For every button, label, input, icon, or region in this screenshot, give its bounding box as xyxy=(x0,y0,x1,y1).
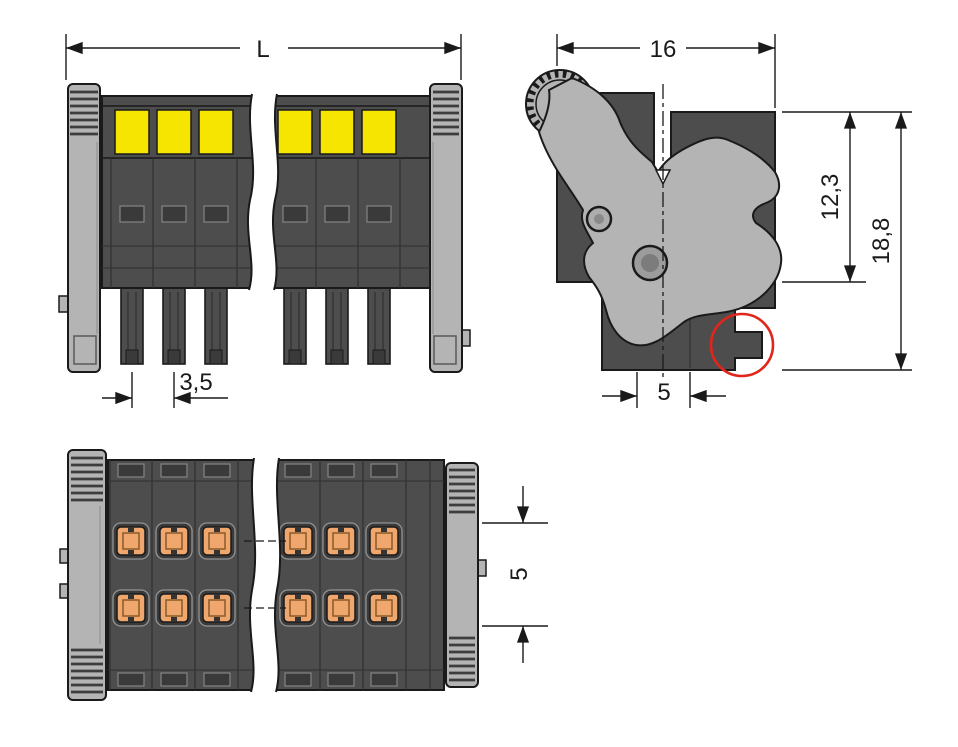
push-button xyxy=(198,109,234,155)
wire-entry-contacts xyxy=(112,522,403,627)
lever-pivot-small-center xyxy=(594,214,604,224)
dimension-overall-length: L xyxy=(65,34,462,80)
latch-window xyxy=(203,463,231,478)
latch-window xyxy=(370,463,398,478)
dimension-upper-height: 12,3 xyxy=(782,111,912,283)
plate-ridges xyxy=(433,90,459,136)
dimension-foot-offset: 5 xyxy=(602,372,726,408)
latch-window xyxy=(117,672,145,687)
push-button xyxy=(114,109,150,155)
plate-ridges xyxy=(71,456,103,694)
wire-entry-contact xyxy=(112,589,150,627)
plate-tab xyxy=(477,559,487,577)
plate-ridges xyxy=(70,90,98,136)
side-view: 16 12,3 xyxy=(525,34,912,408)
latch-window xyxy=(366,205,392,223)
latch-window xyxy=(203,672,231,687)
latch-foot-highlight-circle xyxy=(709,312,775,378)
wire-side-body-right-section xyxy=(271,459,445,691)
solder-pins xyxy=(120,287,391,365)
dim-upper-height-label: 12,3 xyxy=(817,174,844,221)
push-button xyxy=(319,109,355,155)
wire-entry-contact xyxy=(155,589,193,627)
plate-foot xyxy=(433,335,457,365)
strain-relief-plate-right xyxy=(445,462,487,688)
strain-relief-plate-right xyxy=(429,83,471,373)
latch-window xyxy=(161,205,187,223)
latch-window xyxy=(370,672,398,687)
solder-pin xyxy=(325,287,349,365)
push-button xyxy=(156,109,192,155)
latch-window xyxy=(117,463,145,478)
plate-foot xyxy=(73,335,97,365)
dimension-pole-pitch: 3,5 xyxy=(102,369,228,408)
latch-window xyxy=(160,672,188,687)
strain-relief-plate-left xyxy=(59,449,107,701)
latch-window xyxy=(327,463,355,478)
dim-width-label: 16 xyxy=(650,36,677,63)
dimension-total-height: 18,8 xyxy=(782,112,912,371)
latch-window xyxy=(160,463,188,478)
latch-window xyxy=(282,205,308,223)
latch-window xyxy=(119,205,145,223)
strain-relief-plate-left xyxy=(58,83,101,373)
push-button xyxy=(277,109,313,155)
solder-pin xyxy=(367,287,391,365)
wire-entry-contact xyxy=(155,522,193,560)
wire-entry-contact xyxy=(279,589,317,627)
solder-pin xyxy=(162,287,186,365)
wire-entry-contact xyxy=(279,522,317,560)
push-button xyxy=(361,109,397,155)
solder-pin xyxy=(283,287,307,365)
wire-entry-contact xyxy=(198,589,236,627)
latch-window xyxy=(203,205,229,223)
dim-total-height-label: 18,8 xyxy=(868,218,895,265)
latch-window xyxy=(284,672,312,687)
wire-entry-contact xyxy=(322,522,360,560)
front-view: L xyxy=(58,34,471,408)
wire-entry-contact xyxy=(322,589,360,627)
lever-pivot-large-center xyxy=(641,254,659,272)
wire-entry-contact xyxy=(365,589,403,627)
solder-pin xyxy=(120,287,144,365)
dim-length-label: L xyxy=(256,36,269,63)
wire-entry-contact xyxy=(198,522,236,560)
break-lines xyxy=(246,93,280,291)
latch-window xyxy=(327,672,355,687)
wire-entry-contact xyxy=(365,522,403,560)
dim-pitch-label: 3,5 xyxy=(179,369,212,396)
connector-body-right-section xyxy=(271,95,431,289)
dim-foot-offset-label: 5 xyxy=(657,379,670,406)
latch-window xyxy=(284,463,312,478)
release-lever xyxy=(537,76,783,347)
break-lines xyxy=(244,457,286,693)
plate-ridges xyxy=(449,468,475,682)
connector-body-left-section xyxy=(101,95,259,289)
dim-row-spacing-label: 5 xyxy=(506,567,533,580)
dimension-housing-width: 16 xyxy=(556,34,776,108)
latch-window xyxy=(324,205,350,223)
dimension-row-spacing: 5 xyxy=(482,486,548,663)
wire-entry-contact xyxy=(112,522,150,560)
wire-side-body-left-section xyxy=(107,459,261,691)
solder-pin xyxy=(204,287,228,365)
top-view: 5 xyxy=(59,449,548,701)
